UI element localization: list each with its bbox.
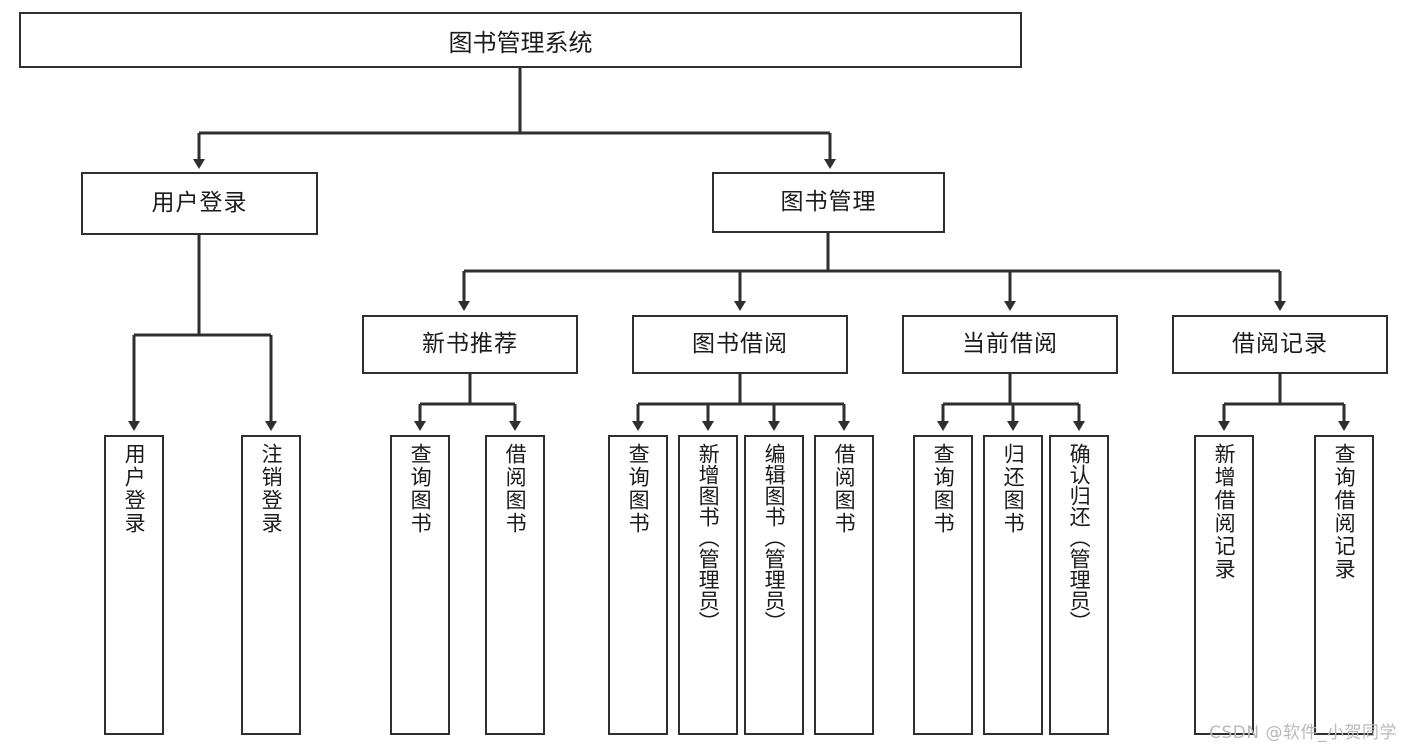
node-user-login-label: 用户登录 [151,189,248,216]
node-borrow-record[interactable]: 借阅记录 [1172,315,1388,374]
leaf-user-login-label: 用户登录 [122,443,147,535]
leaf-query-borrow-record-label: 查询借阅记录 [1332,443,1357,581]
leaf-current-query-book-label: 查询图书 [931,443,956,535]
node-book-management[interactable]: 图书管理 [712,172,945,233]
leaf-return-book[interactable]: 归还图书 [983,435,1043,735]
leaf-borrow-query-book-label: 查询图书 [626,443,651,535]
leaf-add-borrow-record[interactable]: 新增借阅记录 [1194,435,1254,735]
leaf-logout-label: 注销登录 [259,443,284,535]
leaf-add-borrow-record-label: 新增借阅记录 [1212,443,1237,581]
leaf-confirm-return-admin-label: 确认归还（管理员） [1067,443,1092,632]
node-borrow-record-label: 借阅记录 [1232,330,1328,357]
leaf-add-book-admin[interactable]: 新增图书（管理员） [678,435,738,735]
node-user-login[interactable]: 用户登录 [81,172,318,235]
leaf-recommend-borrow-book[interactable]: 借阅图书 [485,435,545,735]
leaf-user-login[interactable]: 用户登录 [104,435,164,735]
leaf-add-book-admin-label: 新增图书（管理员） [696,443,721,632]
leaf-logout[interactable]: 注销登录 [241,435,301,735]
leaf-borrow-book[interactable]: 借阅图书 [814,435,874,735]
leaf-confirm-return-admin[interactable]: 确认归还（管理员） [1049,435,1109,735]
node-root-label: 图书管理系统 [448,28,593,57]
node-new-book-recommend[interactable]: 新书推荐 [362,315,578,374]
leaf-edit-book-admin-label: 编辑图书（管理员） [762,443,787,632]
leaf-edit-book-admin[interactable]: 编辑图书（管理员） [744,435,804,735]
leaf-recommend-borrow-book-label: 借阅图书 [503,443,528,535]
node-book-borrow-label: 图书借阅 [692,330,788,357]
leaf-borrow-query-book[interactable]: 查询图书 [608,435,668,735]
leaf-borrow-book-label: 借阅图书 [832,443,857,535]
leaf-query-borrow-record[interactable]: 查询借阅记录 [1314,435,1374,735]
node-root-system[interactable]: 图书管理系统 [19,12,1022,68]
node-book-borrow[interactable]: 图书借阅 [632,315,848,374]
leaf-current-query-book[interactable]: 查询图书 [913,435,973,735]
node-new-book-recommend-label: 新书推荐 [422,330,518,357]
node-book-management-label: 图书管理 [780,188,877,215]
leaf-return-book-label: 归还图书 [1001,443,1026,535]
leaf-recommend-query-book[interactable]: 查询图书 [390,435,450,735]
leaf-recommend-query-book-label: 查询图书 [408,443,433,535]
node-current-borrow[interactable]: 当前借阅 [902,315,1118,374]
watermark-text: CSDN @软件_小贺同学 [1209,723,1397,743]
node-current-borrow-label: 当前借阅 [962,330,1058,357]
